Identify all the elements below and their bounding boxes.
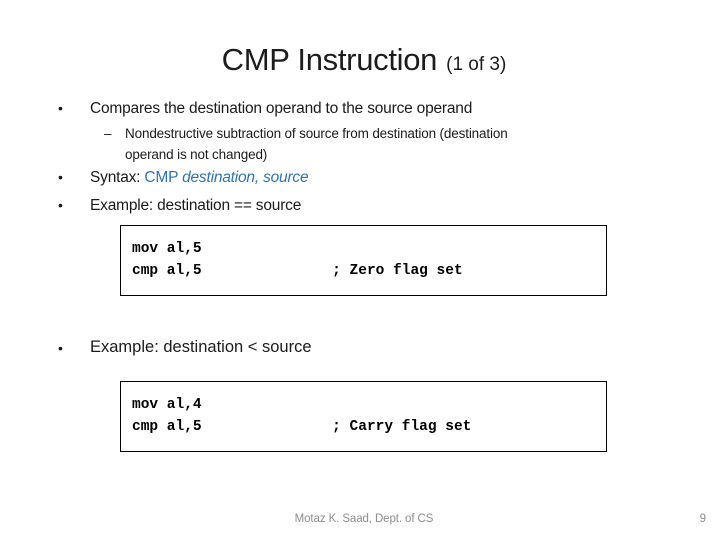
code-box-carry-flag: mov al,4 cmp al,5 ; Carry flag set bbox=[120, 381, 607, 452]
sub-bullet-text: Nondestructive subtraction of source fro… bbox=[125, 124, 625, 165]
bullet-icon: • bbox=[58, 340, 63, 356]
bullet-compares: • Compares the destination operand to th… bbox=[58, 99, 472, 118]
bullet-example-less-text: Example: destination < source bbox=[90, 338, 312, 356]
code-line: cmp al,5 ; Carry flag set bbox=[132, 419, 472, 435]
code-line: mov al,4 bbox=[132, 397, 202, 413]
footer-credit: Motaz K. Saad, Dept. of CS bbox=[294, 513, 434, 525]
bullet-icon: • bbox=[58, 197, 63, 213]
code-line: cmp al,5 ; Zero flag set bbox=[132, 263, 463, 279]
sub-bullet-line-2: operand is not changed) bbox=[125, 146, 268, 162]
syntax-keyword: CMP bbox=[144, 169, 183, 186]
code-line: mov al,5 bbox=[132, 241, 202, 257]
page-number: 9 bbox=[699, 513, 706, 525]
bullet-example-equal-text: Example: destination == source bbox=[90, 197, 302, 214]
bullet-icon: • bbox=[58, 100, 63, 116]
bullet-example-less: • Example: destination < source bbox=[58, 338, 312, 359]
syntax-prefix: Syntax: bbox=[90, 169, 145, 186]
code-box-content: mov al,5 cmp al,5 ; Zero flag set bbox=[121, 226, 606, 282]
syntax-operands: destination, source bbox=[182, 169, 309, 186]
code-box-zero-flag: mov al,5 cmp al,5 ; Zero flag set bbox=[120, 225, 607, 296]
title-part-indicator: (1 of 3) bbox=[446, 54, 507, 75]
bullet-example-equal: • Example: destination == source bbox=[58, 196, 301, 215]
title-text: CMP Instruction bbox=[221, 42, 438, 77]
code-box-content: mov al,4 cmp al,5 ; Carry flag set bbox=[121, 382, 606, 438]
bullet-syntax-text: Syntax: CMP destination, source bbox=[90, 168, 309, 187]
bullet-icon: • bbox=[58, 169, 63, 185]
sub-bullet-line-1: Nondestructive subtraction of source fro… bbox=[125, 126, 508, 141]
bullet-syntax: • Syntax: CMP destination, source bbox=[58, 168, 309, 187]
bullet-compares-text: Compares the destination operand to the … bbox=[90, 100, 473, 117]
dash-icon: – bbox=[104, 126, 112, 141]
sub-bullet-nondestructive: – Nondestructive subtraction of source f… bbox=[104, 124, 625, 165]
page-title: CMP Instruction (1 of 3) bbox=[0, 42, 728, 78]
